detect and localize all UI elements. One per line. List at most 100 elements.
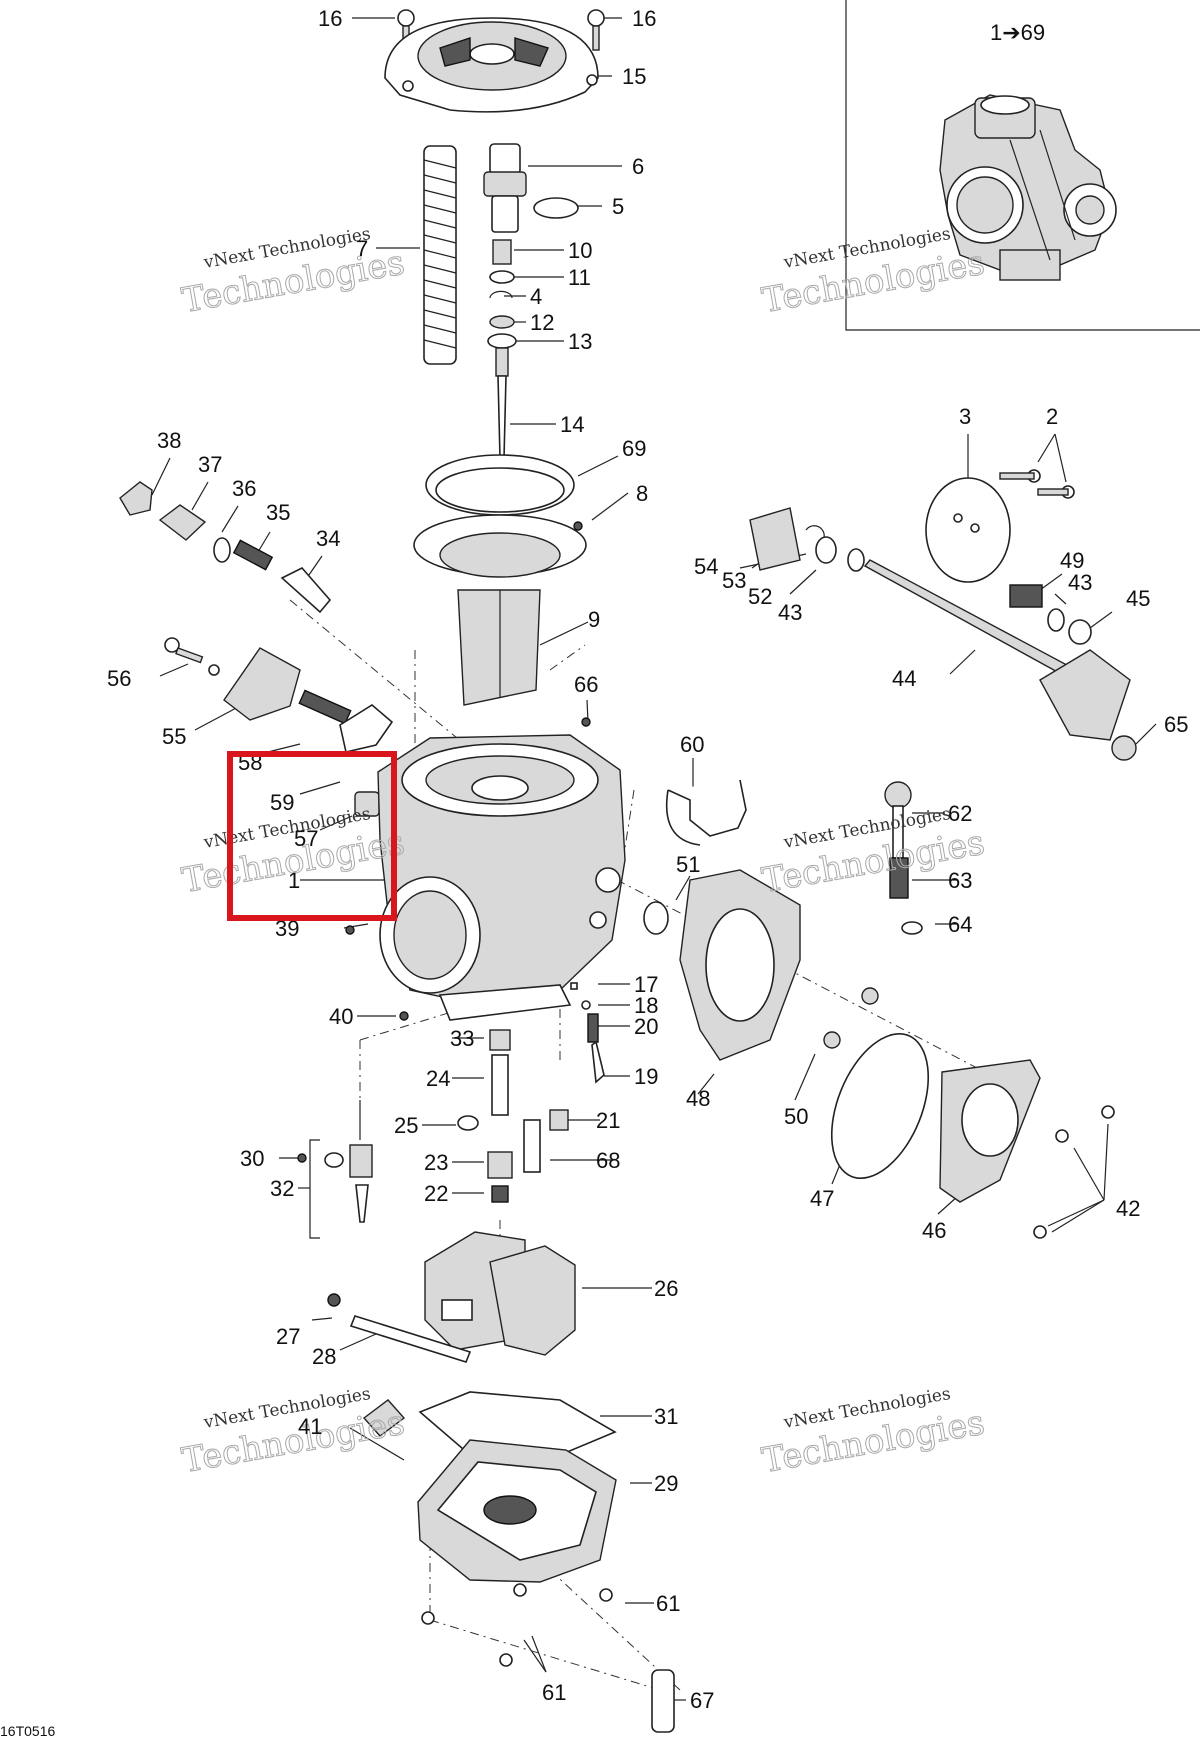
callout-68: 68: [596, 1148, 620, 1173]
inset-range-label: 1➔69: [990, 20, 1045, 45]
callout-12: 12: [530, 310, 554, 335]
callout-54: 54: [694, 554, 718, 579]
gasket-59: [339, 704, 394, 753]
callout-16-left: 16: [318, 6, 342, 31]
spring-58: [298, 689, 352, 725]
cap-65: [1111, 735, 1137, 761]
screw-56: [164, 637, 204, 664]
callout-5: 5: [612, 194, 624, 219]
callout-55: 55: [162, 724, 186, 749]
watermark-1: vNext Technologies Technologies: [178, 224, 408, 322]
o-ring-47: [830, 1032, 930, 1180]
washer-64: [901, 921, 923, 935]
callout-51: 51: [676, 852, 700, 877]
plug-67: [651, 1669, 675, 1733]
screw-50-top: [861, 987, 879, 1005]
callout-24: 24: [426, 1066, 450, 1091]
drawing-reference-code: 16T0516: [0, 1723, 55, 1739]
callout-47: 47: [810, 1186, 834, 1211]
callout-22: 22: [424, 1181, 448, 1206]
cap-38: [119, 481, 153, 516]
carburetor-body-1: [377, 734, 626, 1021]
callout-14: 14: [560, 412, 584, 437]
holder-23: [487, 1151, 513, 1179]
callout-16-right: 16: [632, 6, 656, 31]
callout-60: 60: [680, 732, 704, 757]
callout-36: 36: [232, 476, 256, 501]
assembled-carburetor-inset: [845, 0, 1200, 331]
callout-32: 32: [270, 1176, 294, 1201]
callout-23: 23: [424, 1150, 448, 1175]
callout-33: 33: [450, 1026, 474, 1051]
callout-63: 63: [948, 868, 972, 893]
callout-48: 48: [686, 1086, 710, 1111]
callout-10: 10: [568, 238, 592, 263]
screw-40: [399, 1011, 409, 1021]
o-ring-32: [324, 1152, 344, 1168]
callout-31: 31: [654, 1404, 678, 1429]
screw-50: [823, 1031, 841, 1049]
screw-41: [362, 1399, 406, 1437]
callout-9: 9: [588, 607, 600, 632]
callout-46: 46: [922, 1218, 946, 1243]
callout-37: 37: [198, 452, 222, 477]
diaphragm-69: [425, 454, 575, 516]
callout-44: 44: [892, 666, 916, 691]
callout-43-left: 43: [778, 600, 802, 625]
washer-25: [457, 1115, 479, 1131]
hose-60: [667, 779, 747, 837]
spring-35: [232, 539, 274, 571]
washer-12: [489, 315, 515, 329]
cover-46: [939, 1059, 1041, 1203]
highlight-box: [227, 751, 397, 921]
callout-61-right: 61: [656, 1591, 680, 1616]
callout-25: 25: [394, 1113, 418, 1138]
callout-4: 4: [530, 284, 542, 309]
callout-1: 1: [288, 868, 300, 893]
screws-2: [999, 469, 1075, 499]
callout-6: 6: [632, 154, 644, 179]
screws-61: [421, 1583, 613, 1667]
callout-30: 30: [240, 1146, 264, 1171]
callout-52: 52: [748, 584, 772, 609]
callout-49: 49: [1060, 548, 1084, 573]
o-ring-51: [643, 901, 669, 935]
callout-64: 64: [948, 912, 972, 937]
o-ring-5: [533, 197, 579, 219]
top-cover-15: [384, 17, 599, 113]
callout-56: 56: [107, 666, 131, 691]
spring-10: [492, 239, 512, 265]
callout-11: 11: [568, 265, 591, 290]
callout-21: 21: [596, 1108, 620, 1133]
callout-59: 59: [270, 790, 294, 815]
needle-jet-24: [491, 1054, 509, 1116]
seat-32: [349, 1144, 373, 1178]
spring-7: [423, 145, 457, 365]
diaphragm-ring-8: [413, 514, 587, 578]
spacer-13: [487, 333, 517, 349]
callout-18: 18: [634, 993, 658, 1018]
callout-19: 19: [634, 1064, 658, 1089]
callout-29: 29: [654, 1471, 678, 1496]
plug-66: [581, 717, 591, 727]
o-ring-18: [581, 1000, 591, 1010]
callout-69: 69: [622, 436, 646, 461]
leader-lines: [151, 17, 1157, 1701]
spring-63: [889, 857, 909, 899]
callout-43-right: 43: [1068, 570, 1092, 595]
washer-45: [1068, 619, 1092, 645]
screw-30: [297, 1153, 307, 1163]
watermark-6: vNext Technologies Technologies: [758, 1384, 988, 1482]
screw-19: [591, 1040, 605, 1084]
callout-65: 65: [1164, 712, 1188, 737]
jet-33: [489, 1029, 511, 1051]
screw-16-right: [587, 9, 605, 51]
jet-68: [523, 1119, 541, 1173]
assembled-carburetor-illustration: [939, 94, 1117, 281]
callout-66: 66: [574, 672, 598, 697]
screws-42: [1033, 1105, 1115, 1239]
slide-9: [457, 589, 541, 706]
callout-40: 40: [329, 1004, 353, 1029]
o-ring-43-right: [1047, 608, 1065, 632]
